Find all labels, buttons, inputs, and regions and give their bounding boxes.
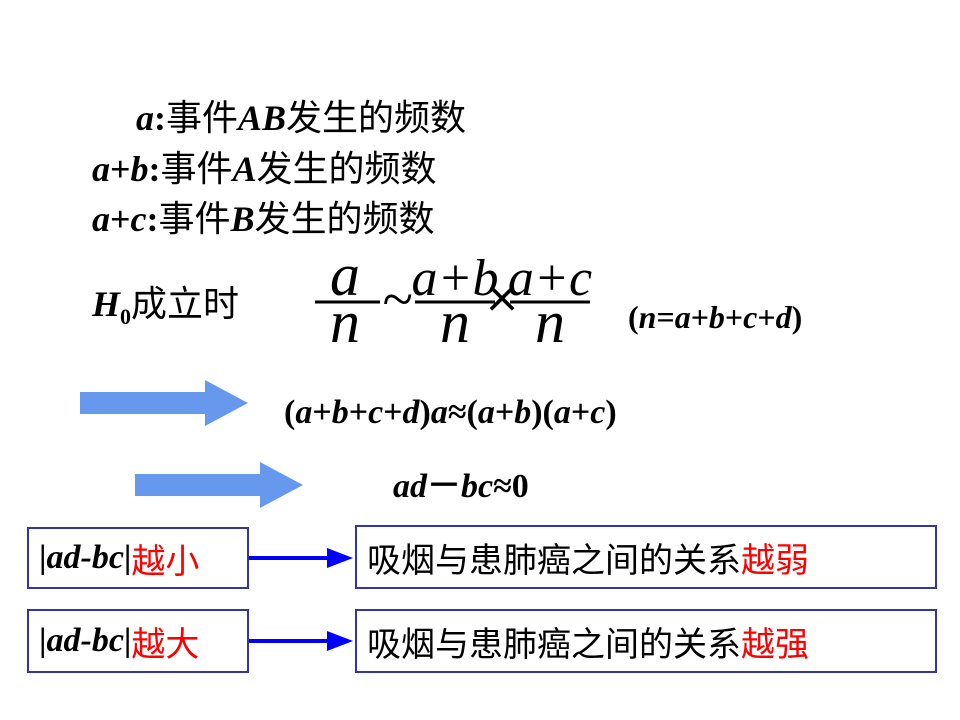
link-arrow-2 [249,631,353,651]
implication-arrow-2 [135,462,303,508]
result-box-strong: 吸烟与患肺癌之间的关系越强 [355,609,937,673]
denominator-3: n [535,289,565,350]
numerator-1: a [330,242,360,308]
definition-a-plus-b: a+b:事件A发生的频数 [92,149,437,190]
implication-arrow-1 [80,380,248,426]
equation-1: (a+b+c+d)a≈(a+b)(a+c) [284,394,617,431]
condition-box-small: |ad-bc|越小 [27,527,249,589]
hypothesis-label: H0成立时 [92,284,240,330]
denominator-2: n [440,289,470,350]
equation-2: ad－bc≈0 [393,468,529,505]
n-definition: (n=a+b+c+d) [628,299,803,335]
probability-formula: a n ~ a+b n × a+c n [315,242,592,350]
definition-a: a:事件AB发生的频数 [136,98,467,139]
definition-a-plus-c: a+c:事件B发生的频数 [92,199,435,240]
result-box-weak: 吸烟与患肺癌之间的关系越弱 [355,525,937,589]
link-arrow-1 [249,548,353,568]
denominator-1: n [330,289,360,350]
numerator-3: a+c [508,250,592,307]
condition-box-large: |ad-bc|越大 [27,609,249,673]
approx-symbol: ~ [382,269,412,331]
times-symbol: × [484,272,521,323]
numerator-2: a+b [411,250,498,307]
